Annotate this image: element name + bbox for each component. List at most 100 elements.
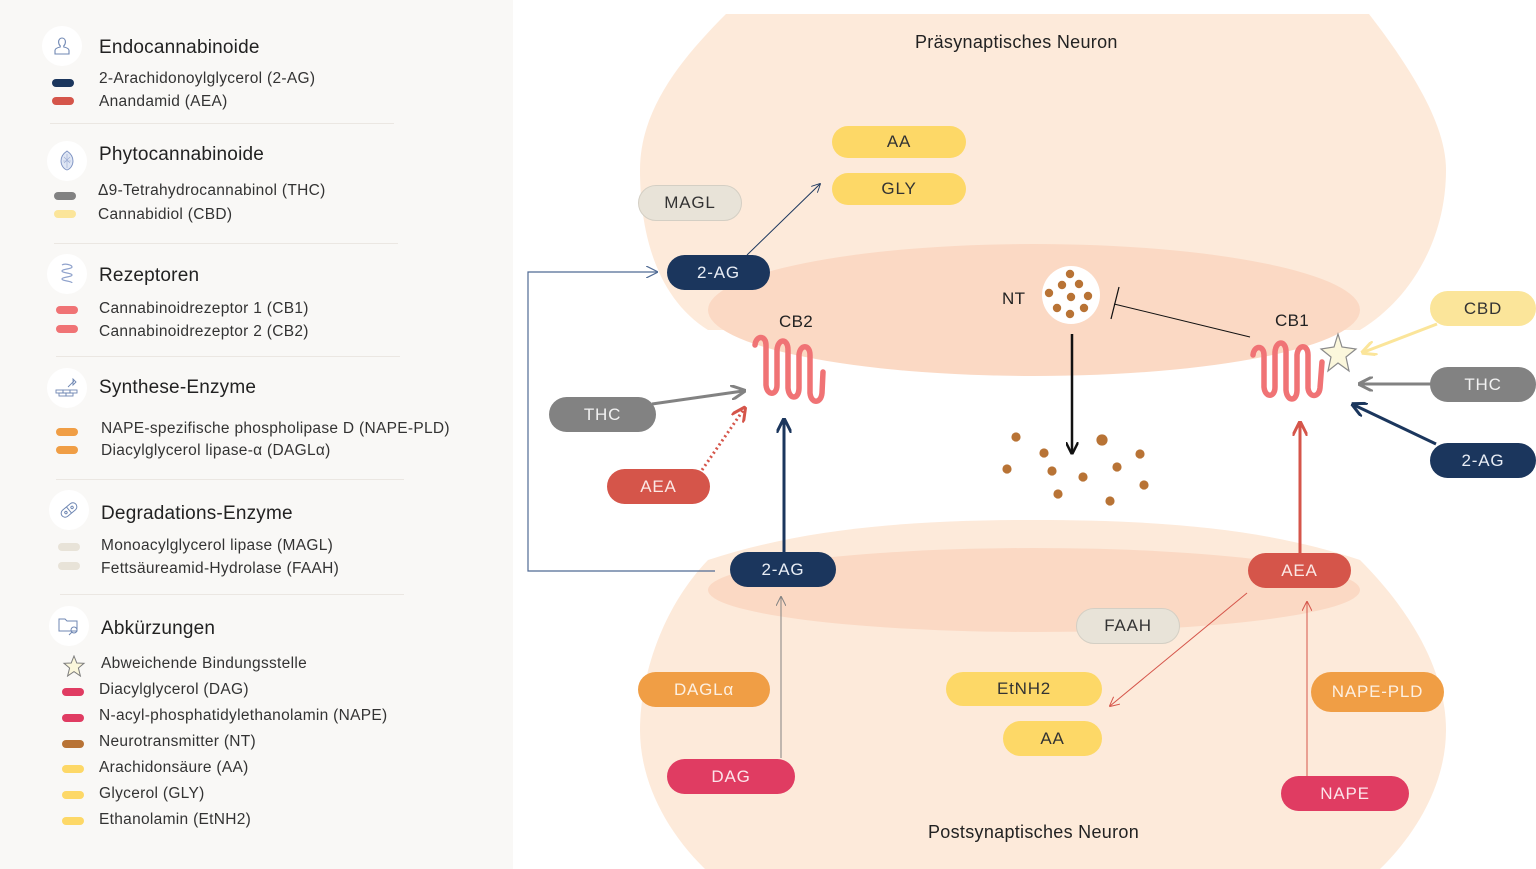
person-icon [42, 26, 82, 66]
cb2-label: CB2 [779, 312, 813, 331]
2ag-pill-right: 2-AG [1430, 443, 1536, 478]
retrograde-arrow [527, 272, 715, 572]
legend-item: Cannabidiol (CBD) [98, 206, 233, 223]
swatch-etnh2 [62, 817, 84, 825]
postsynaptic-label: Postsynaptisches Neuron [928, 822, 1140, 842]
thc-cb2-arrow [651, 391, 743, 406]
nt-molecule [1078, 472, 1088, 482]
swatch-nape [62, 714, 84, 722]
presynaptic-membrane [708, 244, 1360, 376]
legend-item: Δ9-Tetrahydrocannabinol (THC) [98, 182, 326, 199]
legend-item: NAPE-spezifische phospholipase D (NAPE-P… [101, 420, 450, 437]
nt-molecule [1065, 309, 1075, 319]
nt-molecule [1074, 279, 1084, 289]
legend-item: Anandamid (AEA) [99, 93, 228, 110]
swatch-dagl [56, 446, 78, 454]
cb1-label: CB1 [1275, 311, 1309, 330]
nt-molecule [1105, 496, 1115, 506]
nape-pld-pill: NAPE-PLD [1311, 672, 1444, 712]
etnh2-pill: EtNH2 [946, 672, 1102, 706]
2ag-pill-presynaptic: 2-AG [667, 255, 770, 290]
nt-molecule [1044, 288, 1054, 298]
thc-pill-right: THC [1430, 367, 1536, 402]
receptor-coil-icon [47, 254, 87, 294]
nt-molecule [1053, 489, 1063, 499]
legend-item: 2-Arachidonoylglycerol (2-AG) [99, 70, 316, 87]
legend-panel: Endocannabinoide 2-Arachidonoylglycerol … [0, 0, 513, 869]
swatch-magl [58, 543, 80, 551]
nt-label: NT [1002, 289, 1026, 308]
presynaptic-neuron [640, 14, 1446, 330]
swatch-cb2 [56, 325, 78, 333]
cbd-cb1-arrow [1364, 322, 1438, 352]
inhibition-bar [1110, 286, 1120, 320]
aea-pill-postsynaptic: AEA [1248, 553, 1351, 588]
section-title-endocannabinoide: Endocannabinoide [99, 37, 260, 58]
legend-item: Neurotransmitter (NT) [99, 733, 257, 750]
nt-molecule [1096, 434, 1108, 446]
dag-pill: DAG [667, 759, 795, 794]
cb2-receptor [752, 334, 826, 404]
pill-capsule-icon [49, 490, 89, 530]
swatch-2ag [52, 79, 74, 87]
nt-molecule [1112, 462, 1122, 472]
swatch-aea [52, 97, 74, 105]
gly-pill: GLY [832, 173, 966, 205]
magl-arrow [746, 184, 820, 256]
swatch-gly [62, 791, 84, 799]
aea-pill-left: AEA [607, 469, 710, 504]
nt-molecule [1052, 303, 1062, 313]
nape-pill: NAPE [1281, 776, 1409, 811]
aa-pill-presynaptic: AA [832, 126, 966, 158]
section-title-phytocannabinoide: Phytocannabinoide [99, 144, 265, 165]
folder-search-icon [49, 606, 89, 646]
divider [54, 243, 398, 244]
legend-item: Cannabinoidrezeptor 1 (CB1) [99, 300, 309, 317]
swatch-faah [58, 562, 80, 570]
alternative-binding-site-star [1319, 331, 1358, 373]
magl-pill: MAGL [638, 185, 742, 221]
inhibition-line [1113, 303, 1251, 338]
legend-item: Monoacylglycerol lipase (MAGL) [101, 537, 334, 554]
brick-trowel-icon [47, 368, 87, 408]
dagl-pill: DAGLα [638, 672, 770, 707]
nt-molecule [1047, 466, 1057, 476]
aea-cb2-arrow [700, 409, 744, 471]
thc-pill-left: THC [549, 397, 656, 432]
nt-molecule [1079, 303, 1089, 313]
nt-molecule [1039, 448, 1049, 458]
legend-item: Cannabinoidrezeptor 2 (CB2) [99, 323, 309, 340]
aa-pill-postsynaptic: AA [1003, 721, 1102, 756]
legend-item: Abweichende Bindungsstelle [101, 655, 307, 672]
faah-pill: FAAH [1076, 608, 1180, 644]
faah-arrow [1110, 592, 1248, 706]
released-nt [1002, 432, 1149, 506]
star-icon [62, 654, 86, 682]
swatch-thc [54, 192, 76, 200]
nt-molecule [1066, 292, 1076, 302]
nt-molecule [1083, 291, 1093, 301]
legend-item: Diacylglycerol (DAG) [99, 681, 249, 698]
section-title-rezeptoren: Rezeptoren [99, 265, 200, 286]
postsynaptic-membrane [708, 548, 1360, 632]
divider [56, 356, 400, 357]
nt-vesicle-dots [1044, 269, 1093, 319]
nt-molecule [1139, 480, 1149, 490]
nt-molecule [1135, 449, 1145, 459]
legend-item: N-acyl-phosphatidylethanolamin (NAPE) [99, 707, 388, 724]
legend-item: Glycerol (GLY) [99, 785, 205, 802]
legend-item: Fettsäureamid-Hydrolase (FAAH) [101, 560, 340, 577]
section-title-abkuerzungen: Abkürzungen [101, 618, 216, 639]
cbd-pill: CBD [1430, 291, 1536, 326]
swatch-cb1 [56, 306, 78, 314]
nt-molecule [1011, 432, 1021, 442]
swatch-nt [62, 740, 84, 748]
legend-item: Diacylglycerol lipase-α (DAGLα) [101, 442, 331, 459]
presynaptic-label: Präsynaptisches Neuron [915, 32, 1118, 52]
legend-item: Arachidonsäure (AA) [99, 759, 249, 776]
swatch-dag [62, 688, 84, 696]
section-title-degradations-enzyme: Degradations-Enzyme [101, 503, 293, 524]
divider [60, 594, 404, 595]
2ag-cb1-arrow [1354, 405, 1437, 446]
divider [50, 123, 394, 124]
